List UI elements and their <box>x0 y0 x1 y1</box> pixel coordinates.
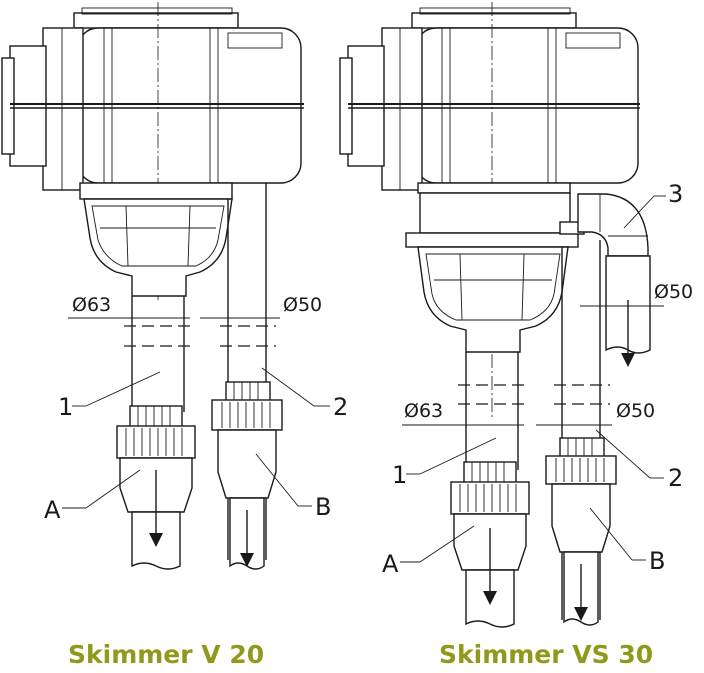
skimmer-vs30-coupling-a <box>450 461 530 628</box>
skimmer-vs30-coupling-b <box>545 437 617 626</box>
left-callout-1: 1 <box>58 393 73 421</box>
skimmer-vs30-caption: Skimmer VS 30 <box>439 640 654 669</box>
right-callout-1: 1 <box>392 461 407 489</box>
skimmer-v20-body <box>1 2 304 300</box>
right-callout-a: A <box>382 550 399 578</box>
left-callout-2: 2 <box>333 393 348 421</box>
skimmer-vs30-elbow <box>559 193 651 367</box>
left-callout-b: B <box>315 493 331 521</box>
right-callout-3: 3 <box>668 180 683 208</box>
skimmer-v20-drawing <box>1 2 330 570</box>
right-callout-b: B <box>649 547 665 575</box>
left-dim-50-label: Ø50 <box>283 294 322 316</box>
skimmer-vs30-drawing <box>339 2 666 628</box>
skimmer-v20-coupling-b <box>211 381 283 570</box>
right-callout-2: 2 <box>668 464 683 492</box>
skimmer-vs30-body <box>339 2 640 420</box>
left-callout-a: A <box>44 496 61 524</box>
right-dim-50-label: Ø50 <box>616 400 655 422</box>
right-dim-63-label: Ø63 <box>404 400 443 422</box>
skimmer-v20-caption: Skimmer V 20 <box>68 640 265 669</box>
left-dim-63-label: Ø63 <box>72 294 111 316</box>
skimmer-v20-basket <box>83 198 233 297</box>
skimmer-v20-coupling-a <box>116 405 196 570</box>
right-dim-50-elbow-label: Ø50 <box>654 281 693 303</box>
skimmer-vs30-basket <box>417 246 569 353</box>
